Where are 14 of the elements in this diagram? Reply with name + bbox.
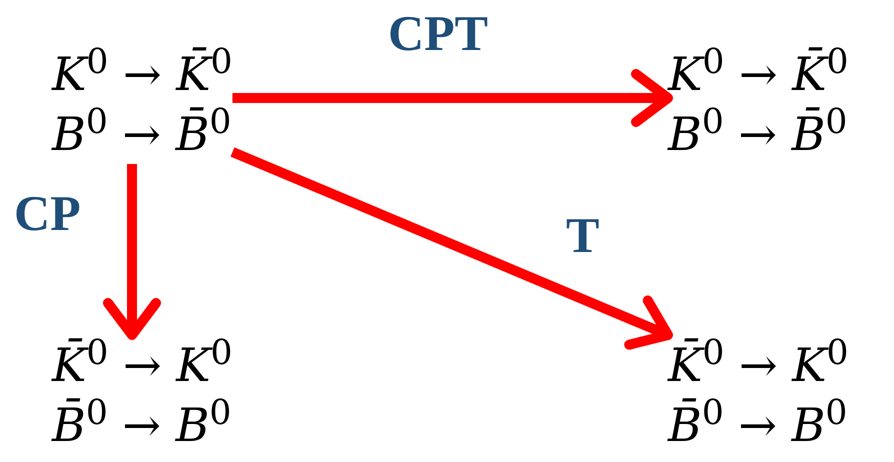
formula-text: K$^{0}$ → K̄$^{0}$: [668, 44, 848, 103]
arrow: [230, 147, 673, 350]
formula-text: B̄$^{0}$ → B$^{0}$: [668, 395, 848, 454]
edge-label: CPT: [388, 8, 488, 58]
formula-text: K$^{0}$ → K̄$^{0}$: [52, 44, 232, 103]
formula-text: B$^{0}$ → B̄$^{0}$: [52, 104, 232, 163]
formula-text: K̄$^{0}$ → K$^{0}$: [668, 335, 848, 394]
edge-label: CP: [14, 188, 81, 238]
arrow: [103, 164, 161, 340]
formula-text: B$^{0}$ → B̄$^{0}$: [668, 104, 848, 163]
formula-text: K̄$^{0}$ → K$^{0}$: [52, 335, 232, 394]
arrow: [232, 69, 673, 127]
edge-label: T: [566, 210, 600, 260]
formula-text: B̄$^{0}$ → B$^{0}$: [52, 395, 232, 454]
